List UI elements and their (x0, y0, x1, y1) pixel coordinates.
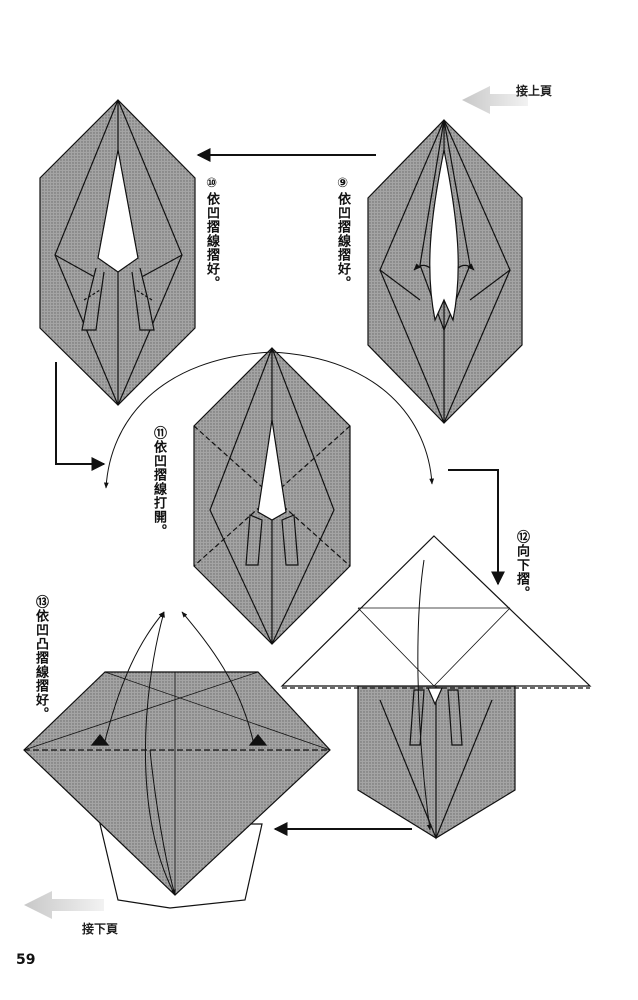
step-9-figure (367, 119, 523, 424)
step-12-figure (280, 535, 592, 840)
step-11-unfold-arc (271, 351, 435, 485)
step-10-instruction: ⑩依凹摺線摺好。 (204, 176, 219, 290)
step-13-figure (23, 611, 331, 909)
step-11-figure (193, 347, 351, 645)
step-9-instruction: ⑨依凹摺線摺好。 (335, 176, 350, 290)
step-11-instruction: ⑪依凹摺線打開。 (151, 426, 166, 538)
continue-from-prev-label: 接上頁 (516, 84, 553, 98)
step-12-instruction: ⑫向下摺。 (514, 530, 529, 600)
arrow-step10-to-step11 (55, 362, 106, 471)
continue-to-next-arrow (24, 891, 104, 919)
arrow-step11-to-step12 (448, 469, 505, 586)
page-number: 59 (16, 952, 36, 968)
step-11-unfold-arc (103, 351, 273, 489)
continue-from-prev-arrow (462, 86, 528, 114)
step-13-instruction: ⑬依凹凸摺線摺好。 (33, 595, 48, 721)
continue-to-next-label: 接下頁 (82, 922, 119, 936)
step-10-figure (39, 99, 196, 406)
